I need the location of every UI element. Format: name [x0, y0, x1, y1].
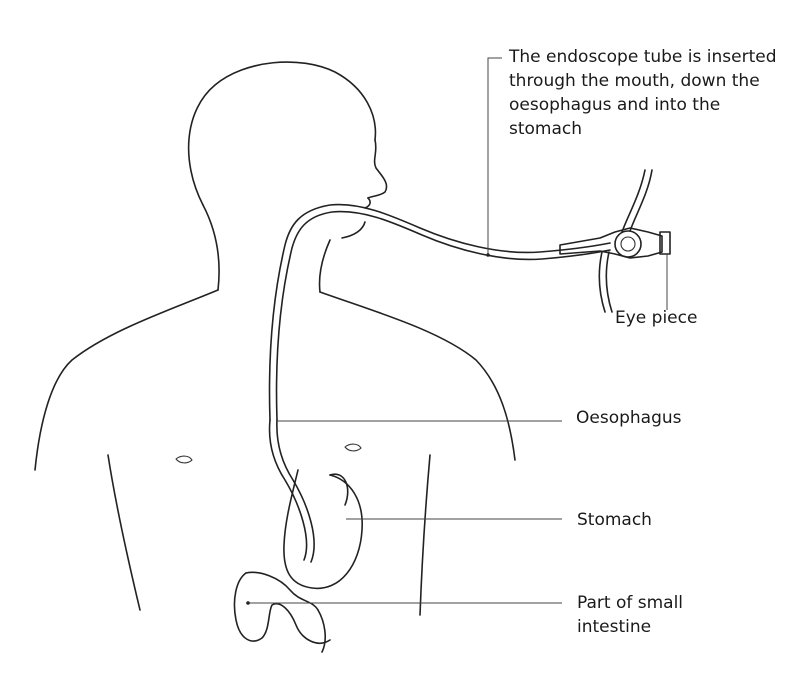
- body-outline: [35, 62, 515, 615]
- label-oesophagus: Oesophagus: [576, 406, 682, 430]
- stomach-shape: [284, 470, 362, 588]
- label-eye-piece: Eye piece: [615, 306, 697, 330]
- intestine-shape: [234, 572, 330, 652]
- pointer-dot-intestine: [246, 601, 250, 605]
- label-endoscope: The endoscope tube is inserted through t…: [509, 45, 779, 141]
- endoscope-tube: [270, 170, 670, 562]
- pointer-dot-endoscope: [486, 253, 490, 257]
- label-stomach: Stomach: [577, 508, 652, 532]
- label-intestine: Part of small intestine: [577, 591, 737, 639]
